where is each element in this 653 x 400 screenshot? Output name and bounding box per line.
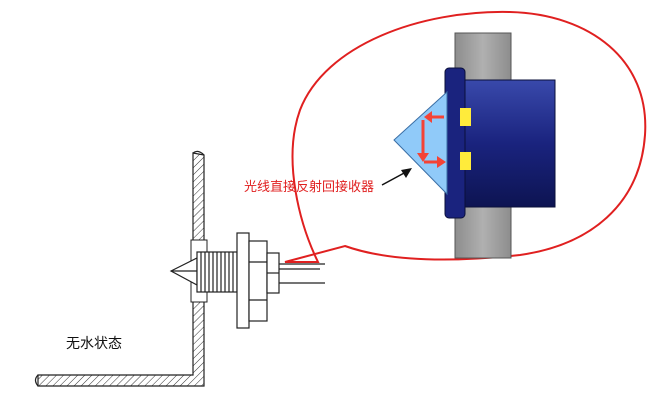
emitter-pad (460, 108, 471, 126)
sensor-face (444, 67, 466, 219)
light-arrow-icon (417, 111, 446, 168)
state-label: 无水状态 (66, 336, 122, 352)
sensor-body (462, 79, 556, 208)
pointer-arrow (381, 168, 412, 186)
thread-lines (200, 252, 234, 292)
zoomed-sensor (381, 32, 556, 259)
receiver-pad (460, 152, 471, 170)
callout-label: 光线直接反射回接收器 (244, 180, 375, 195)
level-sensor-drawing (169, 232, 325, 329)
